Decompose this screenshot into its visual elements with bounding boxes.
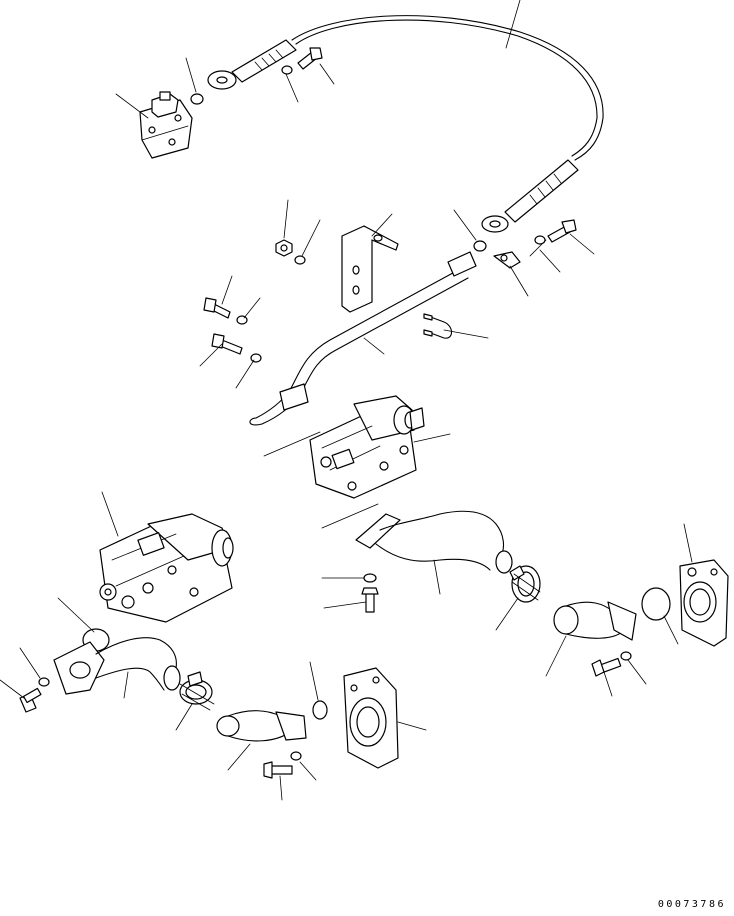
nut bbox=[275, 239, 293, 257]
gear-pump-upper bbox=[309, 395, 425, 499]
hose-fitting-upper bbox=[207, 39, 297, 90]
suction-elbow-upper bbox=[355, 510, 513, 574]
suction-housing-right bbox=[679, 559, 729, 647]
suction-hose bbox=[553, 601, 637, 641]
bolt bbox=[591, 657, 622, 677]
u-bolt bbox=[423, 313, 453, 339]
control-valve bbox=[139, 91, 193, 159]
mounting-bracket bbox=[341, 225, 399, 313]
washer bbox=[290, 751, 302, 761]
tube-flange bbox=[447, 251, 477, 277]
reference-line bbox=[321, 503, 379, 529]
bolt bbox=[263, 761, 293, 779]
drawing-number: 00073786 bbox=[657, 899, 726, 910]
washer bbox=[250, 353, 262, 363]
washer bbox=[38, 677, 50, 687]
suction-elbow-lower bbox=[53, 637, 181, 695]
hose-fitting-lower bbox=[481, 159, 579, 233]
suction-housing-lower bbox=[343, 667, 399, 769]
bolt bbox=[297, 47, 323, 70]
washer bbox=[620, 651, 632, 661]
bolt bbox=[361, 587, 379, 613]
hose-clamp bbox=[179, 671, 215, 711]
elbow-flange bbox=[355, 513, 401, 549]
washer bbox=[294, 255, 306, 265]
hydraulic-tube bbox=[249, 251, 477, 426]
o-ring bbox=[312, 700, 328, 720]
bolt bbox=[211, 333, 243, 355]
flange-clamp bbox=[493, 251, 521, 269]
hose-clamp bbox=[509, 565, 541, 603]
leader-lines bbox=[0, 0, 693, 801]
washer bbox=[534, 235, 546, 245]
washer bbox=[281, 65, 293, 75]
reference-line bbox=[263, 431, 321, 457]
gear-pump-lower bbox=[99, 513, 234, 623]
long-hose bbox=[207, 15, 604, 233]
suction-hose bbox=[216, 710, 307, 742]
bolt bbox=[203, 297, 231, 319]
tube-flange bbox=[279, 383, 309, 411]
bolt bbox=[19, 687, 42, 713]
washer bbox=[363, 573, 377, 583]
washer bbox=[236, 315, 248, 325]
bolt bbox=[547, 219, 577, 243]
packing bbox=[641, 587, 671, 621]
o-ring bbox=[473, 240, 487, 252]
o-ring bbox=[190, 93, 204, 105]
